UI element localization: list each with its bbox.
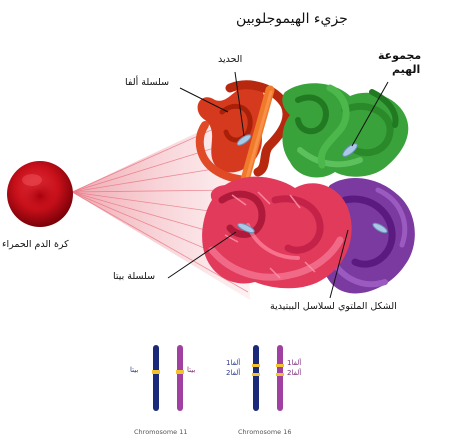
red-blood-cell: [7, 161, 73, 227]
chr16-right-top-label: ألفا1: [287, 359, 301, 367]
chr16-left-bottom-label: ألفا2: [226, 369, 240, 377]
heme-chain-shape: [282, 83, 408, 177]
chromosome-11-caption: Chromosome 11: [134, 429, 188, 436]
chromosome-16: [252, 345, 284, 411]
beta-chain-shape: [202, 177, 352, 289]
beta-chain-label: سلسلة بيتا: [113, 272, 155, 283]
heme-group-label-line1: مجموعة: [378, 50, 421, 63]
chr11-left-label: بيتا: [130, 366, 138, 374]
chr16-right-bottom-label: ألفا2: [287, 369, 301, 377]
hemoglobin-molecule: [198, 83, 415, 293]
chromosome-16-caption: Chromosome 16: [238, 429, 292, 436]
red-blood-cell-label: كرة الدم الحمراء: [2, 240, 69, 251]
diagram-title: جزيء الهيموجلوبين: [236, 11, 348, 27]
alpha-chain-label: سلسلة ألفا: [125, 78, 169, 89]
chromosome-11: [152, 345, 184, 411]
chr16-left-top-label: ألفا1: [226, 359, 240, 367]
heme-group-label-line2: الهيم: [392, 64, 420, 77]
helical-shape-label: الشكل الملتوي لسلاسل الببتيدية: [270, 302, 397, 313]
iron-label: الحديد: [218, 55, 242, 66]
chr11-right-label: بيتا: [187, 366, 195, 374]
